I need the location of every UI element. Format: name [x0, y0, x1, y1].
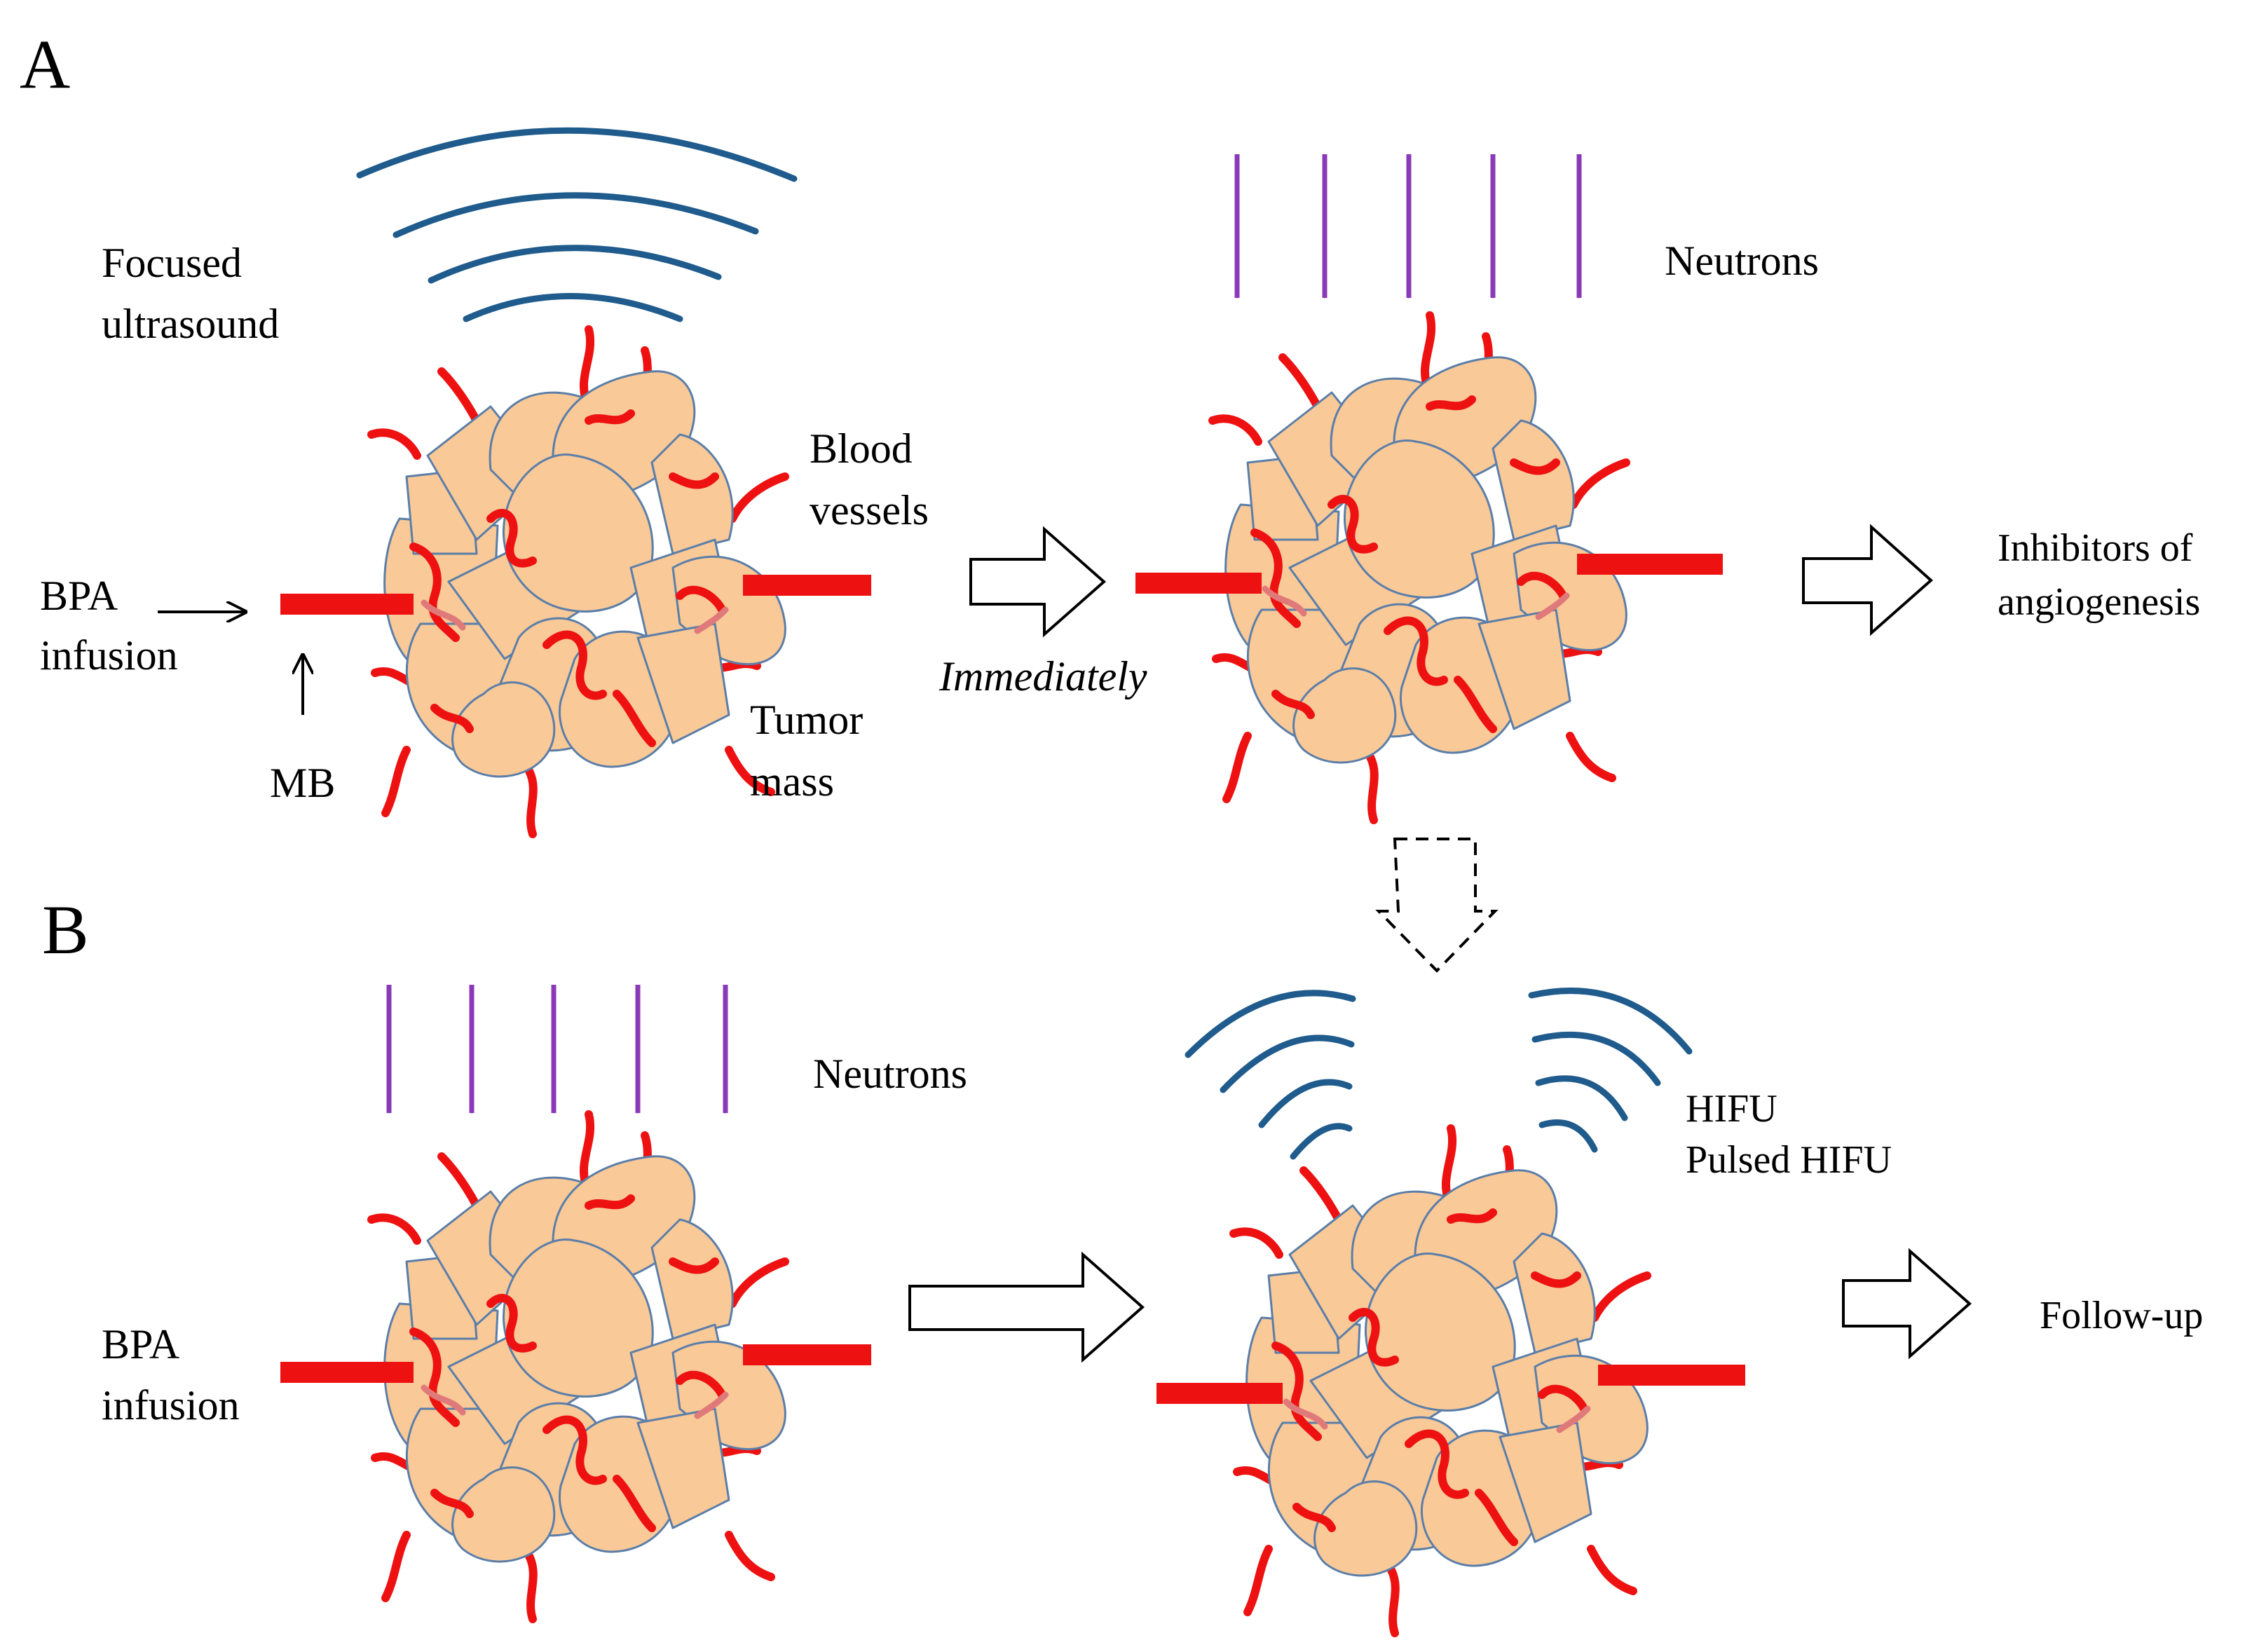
neutrons-label-b: Neutrons — [813, 1051, 967, 1097]
tumor-a1 — [280, 329, 871, 834]
bpa-infusion-b-line1: BPA — [102, 1321, 179, 1367]
immediately-label: Immediately — [939, 653, 1147, 699]
focused-ultrasound-waves — [356, 127, 798, 322]
bpa-infusion-b-line2: infusion — [102, 1382, 240, 1428]
blood-vessels-label-line2: vessels — [810, 487, 929, 533]
panel-letter-b: B — [42, 891, 89, 969]
inhibitors-label-line1: Inhibitors of — [1998, 526, 2193, 570]
neutron-arrows-a — [1234, 154, 1582, 298]
neutrons-label-a: Neutrons — [1665, 238, 1819, 284]
tumor-b2 — [1156, 1128, 1745, 1633]
follow-up-label: Follow-up — [2040, 1294, 2203, 1337]
dashed-transition-arrow — [1375, 838, 1499, 973]
process-arrow-b1 — [908, 1251, 1145, 1363]
inhibitors-label-line2: angiogenesis — [1998, 580, 2200, 624]
bpa-infusion-a-line1: BPA — [40, 573, 118, 619]
hifu-waves-right — [1528, 988, 1693, 1153]
hifu-label-line2: Pulsed HIFU — [1686, 1138, 1892, 1182]
process-arrow-a2 — [1802, 524, 1934, 636]
panel-letter-a: A — [20, 25, 70, 103]
hifu-waves-left — [1185, 990, 1356, 1160]
tumor-mass-label-line1: Tumor — [750, 697, 863, 743]
hifu-label-line1: HIFU — [1686, 1087, 1777, 1131]
mb-label: MB — [270, 760, 335, 806]
tumor-a2 — [1135, 315, 1723, 820]
process-arrow-b2 — [1842, 1248, 1972, 1360]
focused-ultrasound-label-line1: Focused — [102, 240, 242, 286]
focused-ultrasound-label-line2: ultrasound — [102, 301, 279, 347]
tumor-b1 — [280, 1114, 871, 1619]
tumor-mass-label-line2: mass — [750, 758, 834, 805]
bpa-infusion-a-line2: infusion — [40, 632, 178, 678]
process-arrow-a1 — [969, 526, 1107, 638]
blood-vessels-label-line1: Blood — [810, 425, 913, 472]
neutron-arrows-b — [386, 985, 728, 1113]
